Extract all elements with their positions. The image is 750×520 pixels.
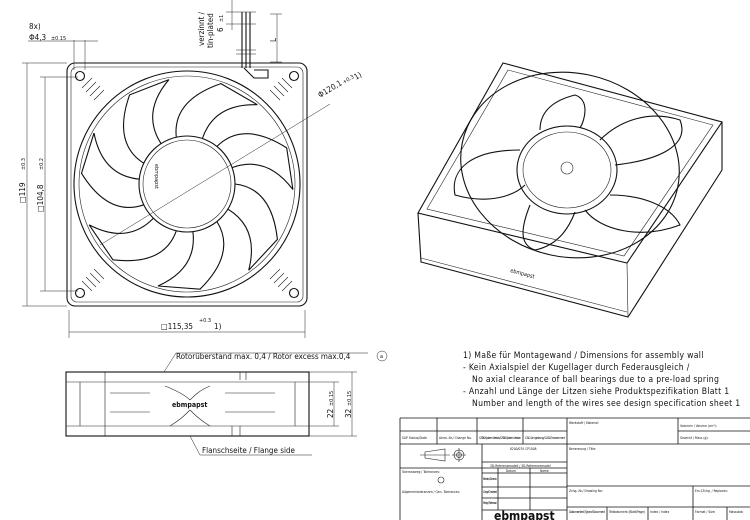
size-label: Format / Size: — [695, 510, 715, 514]
replaces-label: Ers.f.Zchg. / Replaces: — [695, 489, 728, 493]
doc-type-label: Dokumentart / Type of Document — [569, 510, 606, 514]
gen-tolerances-label: Allgemeintoleranzen / Gen. Tolerances: — [402, 490, 460, 494]
outer-size-label: □119 — [18, 182, 27, 203]
wire-bundle — [236, 12, 269, 79]
rotor-excess-note: Rotorüberstand max. 0,4 / Rotor excess m… — [176, 352, 351, 361]
tolerance-circle-icon — [437, 476, 445, 484]
note-1: 1) Maße für Montagewand / Dimensions for… — [463, 351, 704, 361]
release-label: Freig./ Release — [483, 501, 497, 505]
scale-label: Massstab — [729, 510, 743, 514]
reference-number: 8200/070 CP1008 — [510, 447, 537, 451]
mounting-hole — [74, 287, 86, 299]
corner-ribs — [269, 268, 293, 292]
note-3-en: Number and length of the wires see desig… — [472, 399, 740, 409]
projection-symbol-icon — [420, 448, 466, 462]
iso-hub — [516, 125, 618, 215]
material-label: Werkstoff / Material: — [569, 421, 599, 425]
date-header: Datum — [506, 469, 516, 473]
name-header: Name — [540, 469, 549, 473]
ring-diameter-ref: 1) — [352, 70, 363, 82]
width-ref: 1) — [214, 322, 222, 331]
fan-blade — [227, 183, 278, 271]
outer-height-label: 32 — [344, 409, 353, 418]
tolerances-label: Toleranzweg / Tolerances: — [402, 470, 440, 474]
drawing-no-label: Zchg.-Nr./ Drawing No: — [569, 489, 603, 493]
fan-frame — [66, 62, 308, 307]
catia-version-label: CATIA-System Version/ CATIA-System Versi… — [479, 436, 521, 440]
mounting-hole — [288, 287, 300, 299]
mounting-hole — [288, 70, 300, 82]
outer-height-tol: ±0.15 — [347, 391, 353, 406]
notes: 1) Maße für Montagewand / Dimensions for… — [463, 351, 740, 409]
inner-height-tol: ±0.15 — [329, 391, 335, 406]
side-view: ebmpapst Rotorüberstand max. 0,4 / Rotor… — [65, 350, 388, 456]
hub-logo: ebmpapst — [153, 164, 159, 189]
fan-blades — [80, 79, 294, 290]
width-tol: +0.3 — [199, 318, 211, 324]
drawn-label: Bearb./ Drawn — [483, 477, 497, 481]
width-label: □115,35 — [161, 322, 193, 331]
corner-ribs — [81, 268, 105, 292]
wire-length-label: L — [269, 38, 278, 42]
iso-ring — [460, 71, 680, 259]
ring-diameter-tol: +0.3 — [342, 74, 355, 85]
corner-ribs — [269, 77, 293, 101]
cad-env-label: CAD-Umgebung/ CAD-Environment — [525, 436, 566, 440]
frame-inner-edge — [70, 66, 304, 303]
change-no-label: Aend.-Nr./ Change No. — [439, 436, 472, 440]
note-2-de: - Kein Axialspiel der Kugellager durch F… — [463, 363, 690, 373]
hole-diameter-label: Φ4,3 — [29, 33, 46, 42]
outer-ring — [73, 70, 301, 298]
iso-logo: ebmpapst — [509, 268, 535, 280]
hole-diameter-tol: ±0.15 — [51, 36, 66, 42]
rotor-mark-circle — [376, 350, 388, 362]
sub-doc-label: Teildokument (Blatt/Page) — [609, 510, 645, 514]
index-label: Index / Index — [650, 510, 669, 514]
note-2-en: No axial clearance of ball bearings due … — [472, 375, 719, 385]
inner-height-label: 22 — [326, 409, 335, 418]
hub-inner — [142, 139, 232, 229]
checked-label: Gepr./ Checked — [483, 490, 497, 494]
fan-blade — [175, 82, 258, 139]
fan-blade — [157, 221, 225, 290]
sap-status-label: SAP Status/State — [402, 436, 427, 440]
wire-note-de: verzinnt / — [197, 11, 206, 46]
fan-blade — [216, 133, 294, 190]
isometric-view: ebmpapst — [417, 62, 723, 318]
side-logo: ebmpapst — [172, 401, 207, 409]
mounting-corners — [74, 70, 300, 299]
outer-size-tol: ±0.3 — [21, 158, 27, 170]
note-3-de: - Anzahl und Länge der Litzen siehe Prod… — [463, 387, 729, 397]
hole-pitch-label: □104,8 — [36, 184, 45, 212]
company-logo: ebmpapst — [494, 509, 555, 520]
volume-label: Volumen / Volume (cm³): — [680, 424, 717, 428]
ring-diameter-label: Φ120,1 — [316, 78, 343, 99]
rotor-mark: a — [380, 354, 383, 360]
title-block: SAP Status/State Aend.-Nr./ Change No. C… — [399, 417, 750, 520]
dimension-lines — [22, 0, 331, 338]
strip-length-label: 6 — [216, 27, 225, 32]
side-frame — [65, 371, 310, 437]
title-label: Benennung / Title: — [569, 447, 596, 451]
front-view: ebmpapst 8x) Φ4,3 ±0.15 verzinnt / tin-p… — [18, 0, 364, 338]
hole-pitch-tol: ±0.2 — [39, 158, 45, 170]
wire-note-en: tin-plated — [206, 13, 215, 48]
strip-length-tol: ±1 — [219, 15, 225, 22]
fan-blade — [123, 79, 170, 164]
ref-model-label: 3D-Referenzmodell / 3D-Referencemodel — [490, 464, 551, 468]
corner-ribs — [81, 77, 105, 101]
flange-side-note: Flanschseite / Flange side — [202, 446, 296, 455]
holes-count-label: 8x) — [29, 22, 41, 31]
venturi-ring — [78, 75, 296, 293]
mass-label: Gewicht / Mass (g): — [680, 436, 709, 440]
fan-blade — [80, 132, 144, 208]
fan-blade — [88, 217, 177, 262]
mounting-hole — [74, 70, 86, 82]
